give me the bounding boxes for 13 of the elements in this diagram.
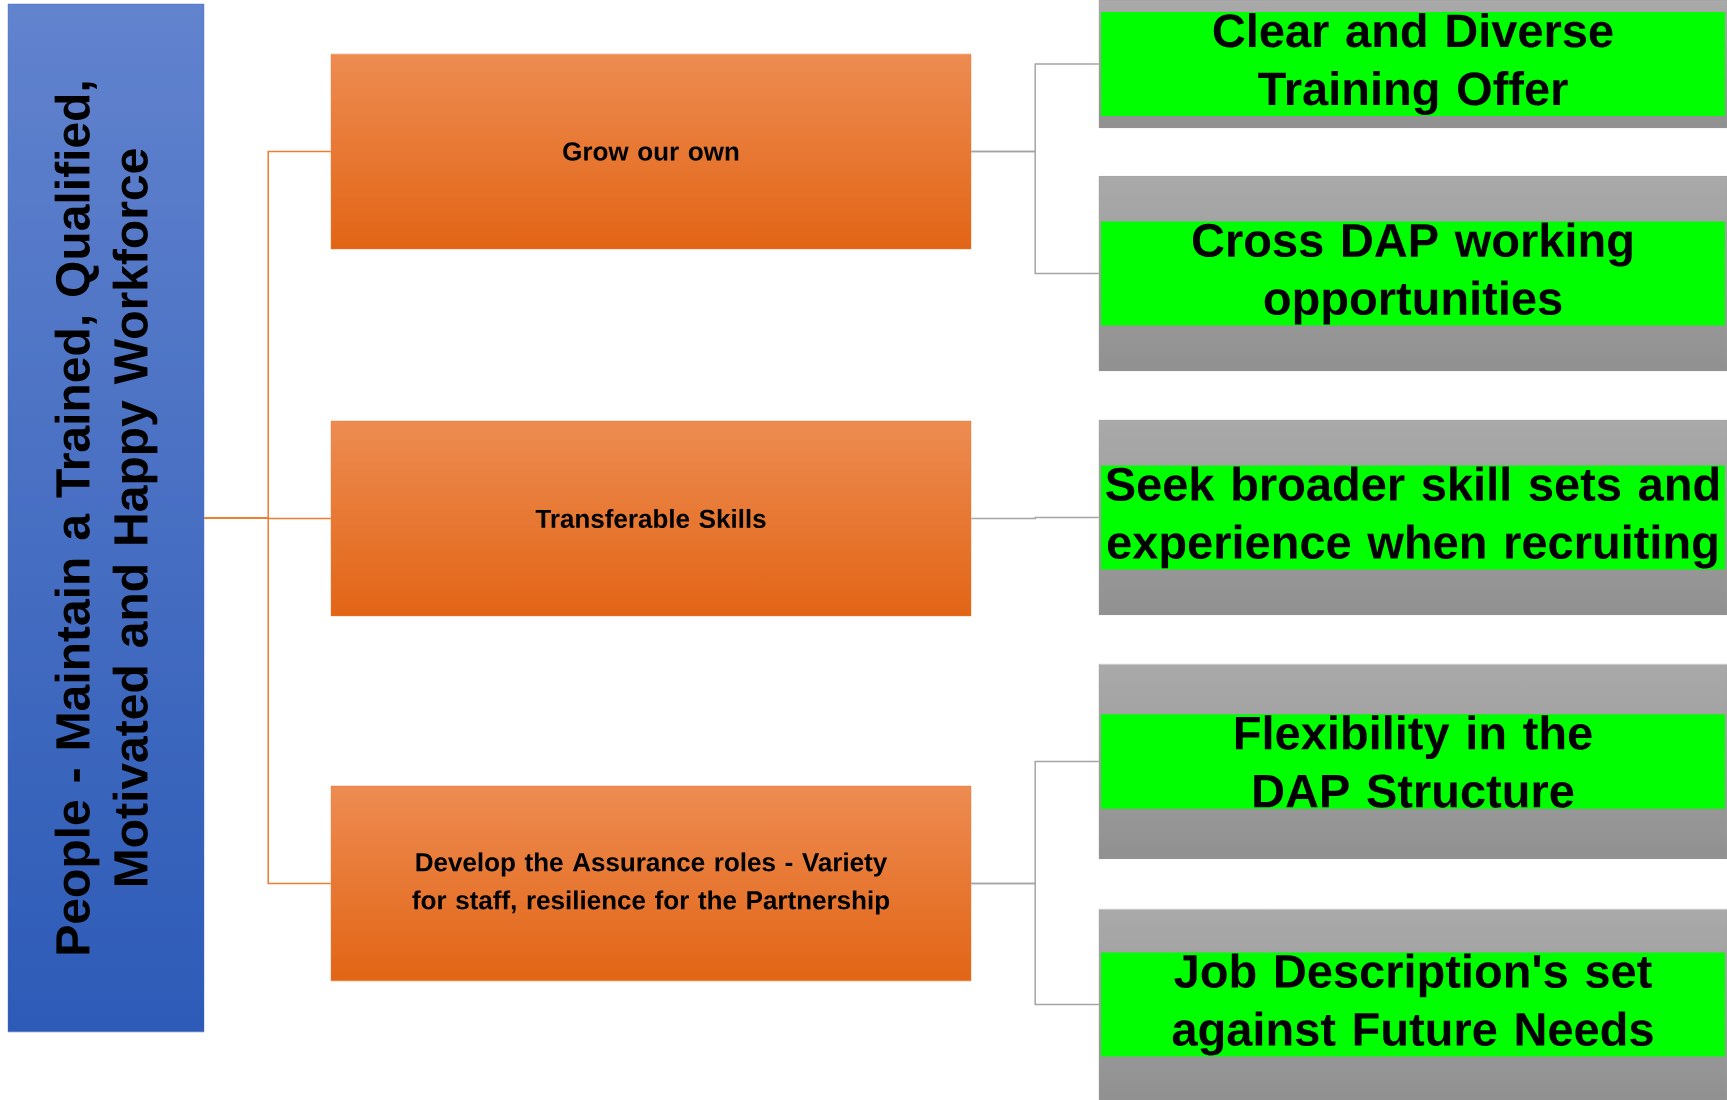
connector (970, 516, 1100, 520)
theme-box: Develop the Assurance roles - Variety for staff, resilience for the Partnership (330, 785, 972, 982)
action-box: Flexibility in the DAP Structure (1098, 663, 1727, 860)
theme-box: Grow our own (330, 53, 972, 250)
action-box: Clear and Diverse Training Offer (1098, 0, 1727, 129)
theme-box: Transferable Skills (330, 420, 972, 617)
connector (970, 150, 1100, 275)
people-goal-box: People - Maintain a Trained, Qualified, Motivated and Happy Workforce (7, 3, 205, 1033)
action-box: Job Description's set against Future Needs (1098, 908, 1727, 1100)
action-box: Seek broader skill sets and experience when recruiting (1098, 419, 1727, 616)
connector (970, 882, 1100, 1006)
connector (203, 517, 332, 885)
action-box: Cross DAP working opportunities (1098, 175, 1727, 372)
